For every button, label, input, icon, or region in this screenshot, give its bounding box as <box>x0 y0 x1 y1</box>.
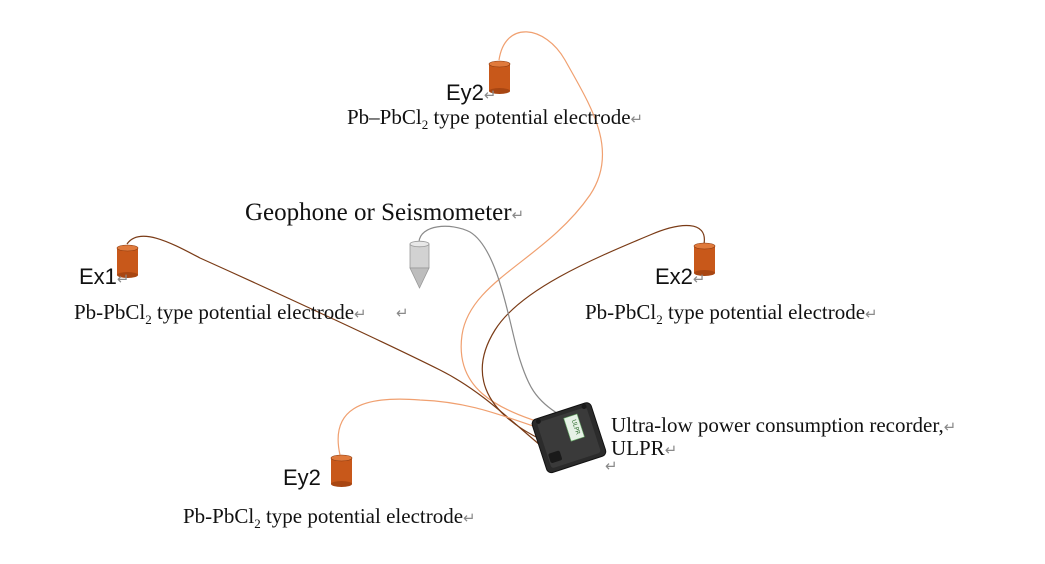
geophone-label-text: Geophone or Seismometer <box>245 199 512 226</box>
desc-suffix: type potential electrode <box>260 504 464 528</box>
electrode-desc-ex2: Pb-PbCl2 type potential electrode↵ <box>585 300 878 328</box>
desc-prefix: Pb-PbCl <box>183 504 255 528</box>
wire-ex2 <box>481 225 705 441</box>
electrode-tag-text: Ey2 <box>283 465 321 490</box>
electrode-tag-ex2: Ex2↵ <box>655 264 706 290</box>
recorder-label-line2: ULPR↵ <box>611 436 677 461</box>
desc-suffix: type potential electrode <box>428 105 631 129</box>
return-mark: ↵ <box>692 270 706 288</box>
electrode-tag-ey2-top: Ey2↵ <box>446 80 497 106</box>
recorder-label-text: ULPR <box>611 436 665 460</box>
electrode-ey2-top-icon <box>488 60 511 94</box>
geophone-return-mark: ↵ <box>396 304 409 322</box>
return-mark: ↵ <box>483 86 497 104</box>
wire-ey2-bottom <box>337 398 546 456</box>
desc-subscript: 2 <box>421 117 429 133</box>
desc-subscript: 2 <box>656 312 663 328</box>
electrode-tag-text: Ex2 <box>655 264 693 289</box>
electrode-tag-ey2-bottom: Ey2 <box>283 465 321 491</box>
electrode-tag-text: Ey2 <box>446 80 484 105</box>
desc-suffix: type potential electrode <box>662 300 866 324</box>
geophone-icon <box>409 240 430 289</box>
return-mark: ↵ <box>511 206 525 224</box>
electrode-desc-ex1: Pb-PbCl2 type potential electrode↵ <box>74 300 367 328</box>
recorder-return-mark: ↵ <box>605 457 618 475</box>
return-mark: ↵ <box>664 441 678 459</box>
desc-prefix: Pb–PbCl <box>347 105 422 129</box>
recorder-icon: ULPR <box>531 402 607 474</box>
return-mark: ↵ <box>116 270 130 288</box>
electrode-ex2-icon <box>693 242 716 276</box>
electrode-desc-ey2-bottom: Pb-PbCl2 type potential electrode↵ <box>183 504 476 532</box>
wire-ex1 <box>126 235 541 446</box>
return-mark: ↵ <box>630 110 644 128</box>
wire-ey2-top <box>460 31 604 429</box>
recorder-label-line1: Ultra-low power consumption recorder,↵ <box>611 413 956 438</box>
desc-subscript: 2 <box>254 516 261 532</box>
recorder-screen-text: ULPR <box>570 419 581 436</box>
desc-subscript: 2 <box>145 312 152 328</box>
desc-suffix: type potential electrode <box>151 300 355 324</box>
wire-geophone <box>418 225 561 416</box>
return-mark: ↵ <box>943 418 957 436</box>
return-mark: ↵ <box>354 305 367 323</box>
return-mark: ↵ <box>463 509 476 527</box>
electrode-tag-ex1: Ex1↵ <box>79 264 130 290</box>
electrode-tag-text: Ex1 <box>79 264 117 289</box>
electrode-ex1-icon <box>116 244 139 278</box>
desc-prefix: Pb-PbCl <box>74 300 146 324</box>
desc-prefix: Pb-PbCl <box>585 300 657 324</box>
electrode-ey2-bottom-icon <box>330 454 353 487</box>
recorder-label-text: Ultra-low power consumption recorder, <box>611 413 944 437</box>
electrode-desc-ey2-top: Pb–PbCl2 type potential electrode↵ <box>347 105 643 133</box>
return-mark: ↵ <box>865 305 878 323</box>
geophone-label: Geophone or Seismometer↵ <box>245 199 524 227</box>
